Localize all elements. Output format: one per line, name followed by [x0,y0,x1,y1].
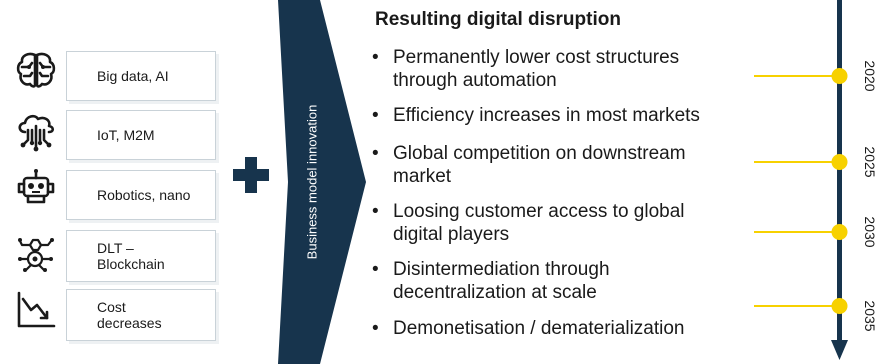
arrow-label: Business model innovation [304,104,320,260]
bullet-dot: • [372,105,379,126]
list-item-line1: Demonetisation / dematerialization [393,318,685,339]
bullet-dot: • [372,201,379,222]
tech-box-iot: IoT, M2M [66,110,216,160]
timeline-year: 2020 [862,60,878,92]
timeline-axis [837,0,842,346]
tech-label-line1: DLT – [97,240,134,256]
timeline-marker-2020 [831,68,848,84]
timeline-year: 2030 [862,216,878,248]
timeline-connector-2020 [754,75,840,77]
list-item-text: Loosing customer access to global digita… [393,200,685,246]
timeline [754,0,848,360]
list-item: • Disintermediation through decentraliza… [372,258,610,304]
declining-chart-icon [17,291,56,328]
list-item: • Demonetisation / dematerialization [372,317,685,340]
list-item-line1: Global competition on downstream [393,143,686,164]
blockchain-nodes-icon [18,238,54,272]
timeline-connector-2030 [754,231,840,233]
timeline-marker-2035 [831,298,848,314]
list-item: • Efficiency increases in most markets [372,104,700,127]
list-item-line1: Permanently lower cost structures [393,47,680,68]
list-item-text: Disintermediation through decentralizati… [393,258,610,304]
list-item-line2: decentralization at scale [393,282,597,303]
timeline-arrowhead [831,340,848,360]
tech-label-line2: decreases [97,315,162,331]
timeline-connector-2025 [754,161,840,163]
tech-box-robotics: Robotics, nano [66,170,216,220]
tech-label-line1: Cost [97,299,126,315]
cloud-network-icon [18,114,55,152]
list-item-line2: through automation [393,70,557,91]
timeline-marker-2030 [831,224,848,240]
brain-icon [16,52,56,88]
tech-box-big-data: Big data, AI [66,51,216,101]
timeline-year: 2035 [862,300,878,332]
disruption-title: Resulting digital disruption [375,9,621,30]
list-item-line2: digital players [393,224,510,245]
tech-label-line2: Blockchain [97,256,165,272]
timeline-marker-2025 [831,154,848,170]
timeline-connector-2035 [754,305,840,307]
list-item-text: Permanently lower cost structures throug… [393,46,679,92]
robot-icon [17,169,55,204]
business-model-arrow [278,0,366,364]
list-item-line1: Loosing customer access to global [393,201,685,222]
list-item: • Loosing customer access to global digi… [372,200,685,246]
list-item-line1: Disintermediation through [393,259,610,280]
list-item-line2: market [393,166,452,187]
timeline-year: 2025 [862,146,878,178]
list-item: • Global competition on downstream marke… [372,142,686,188]
plus-icon [233,157,269,193]
bullet-dot: • [372,318,379,339]
tech-box-dlt: DLT – Blockchain [66,230,216,282]
list-item-text: Global competition on downstream market [393,142,686,188]
tech-label: DLT – Blockchain [97,240,165,272]
bullet-dot: • [372,143,379,164]
tech-label: Robotics, nano [97,187,191,203]
bullet-dot: • [372,47,379,68]
tech-label: Cost decreases [97,299,162,331]
list-item-line1: Efficiency increases in most markets [393,105,700,126]
list-item: • Permanently lower cost structures thro… [372,46,679,92]
tech-label: IoT, M2M [97,127,155,143]
tech-label: Big data, AI [97,68,169,84]
bullet-dot: • [372,259,379,280]
tech-box-cost: Cost decreases [66,289,216,341]
